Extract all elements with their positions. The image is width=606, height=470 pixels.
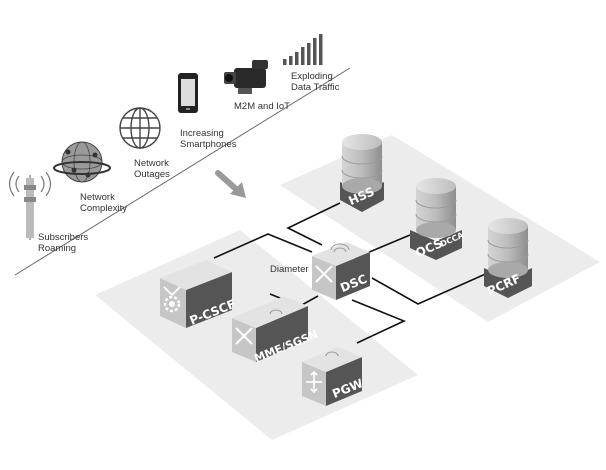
m2m-iot: M2M and IoT [224, 60, 290, 112]
outages-label-line1: Network [134, 158, 169, 169]
exploding-data-traffic: Exploding Data Traffic [283, 34, 340, 93]
subscribers-label-line2: Roaming [38, 243, 76, 254]
outages-label-line2: Outages [134, 169, 170, 180]
traffic-label-line2: Data Traffic [291, 82, 340, 93]
router-icon [163, 286, 181, 296]
link-dsc-pcrf [371, 271, 491, 305]
router-icon [315, 265, 333, 283]
database-icon [484, 218, 532, 298]
complexity-label-line1: Network [80, 192, 115, 203]
globe-icon [119, 107, 161, 149]
video-camera-icon [224, 60, 268, 94]
network-complexity: Network Complexity [53, 141, 127, 214]
link-dsc-pgw [351, 299, 407, 344]
smartphones-label-line1: Increasing [180, 128, 224, 139]
hss-node: HSS [340, 134, 384, 212]
diameter-label: Diameter [270, 264, 309, 275]
cell-tower-icon [8, 171, 52, 240]
arrow-down-icon [215, 170, 246, 198]
subscribers-roaming: Subscribers Roaming [8, 171, 88, 254]
database-icon [340, 134, 384, 212]
ocs-node: OCS DCCA [410, 178, 466, 260]
pcrf-node: PCRF [484, 218, 532, 298]
router-icon [235, 327, 253, 345]
database-icon [410, 178, 462, 260]
complexity-label-line2: Complexity [80, 203, 127, 214]
traffic-label-line1: Exploding [291, 71, 333, 82]
router-icon [306, 370, 322, 394]
dsc-node: DSC [312, 242, 370, 300]
increasing-smartphones: Increasing Smartphones [178, 73, 237, 150]
subscribers-label-line1: Subscribers [38, 232, 88, 243]
smartphone-icon [178, 73, 198, 113]
link-dsc-hss [286, 202, 341, 246]
gear-icon [163, 295, 181, 313]
link-dsc-pcscf [213, 233, 313, 259]
smartphones-label-line2: Smartphones [180, 139, 237, 150]
globe-network-icon [53, 141, 111, 183]
bar-chart-icon [283, 34, 323, 65]
m2m-label: M2M and IoT [234, 101, 290, 112]
divider-line [14, 67, 351, 276]
network-outages: Network Outages [119, 107, 170, 180]
pcscf-node: P-CSCF [160, 260, 238, 328]
